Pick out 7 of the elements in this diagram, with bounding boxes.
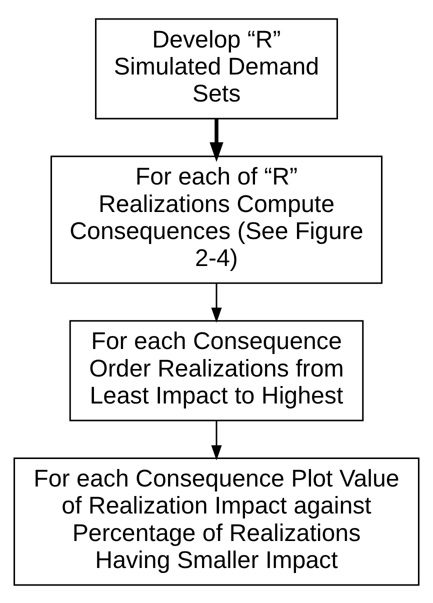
arrow (210, 118, 224, 162)
node-box: For each of “R” Realizations Compute Consequences (See Figure 2-4) (50, 155, 382, 284)
node-box: For each Consequence Plot Value of Realization Impact against Percentage of Realizations Having Smaller Impact (14, 456, 420, 586)
node-box: Develop “R” Simulated Demand Sets (95, 18, 338, 119)
node-box: For each Consequence Order Realizations from Least Impact to Highest (69, 320, 364, 421)
arrow (211, 420, 222, 460)
arrow (211, 283, 222, 322)
